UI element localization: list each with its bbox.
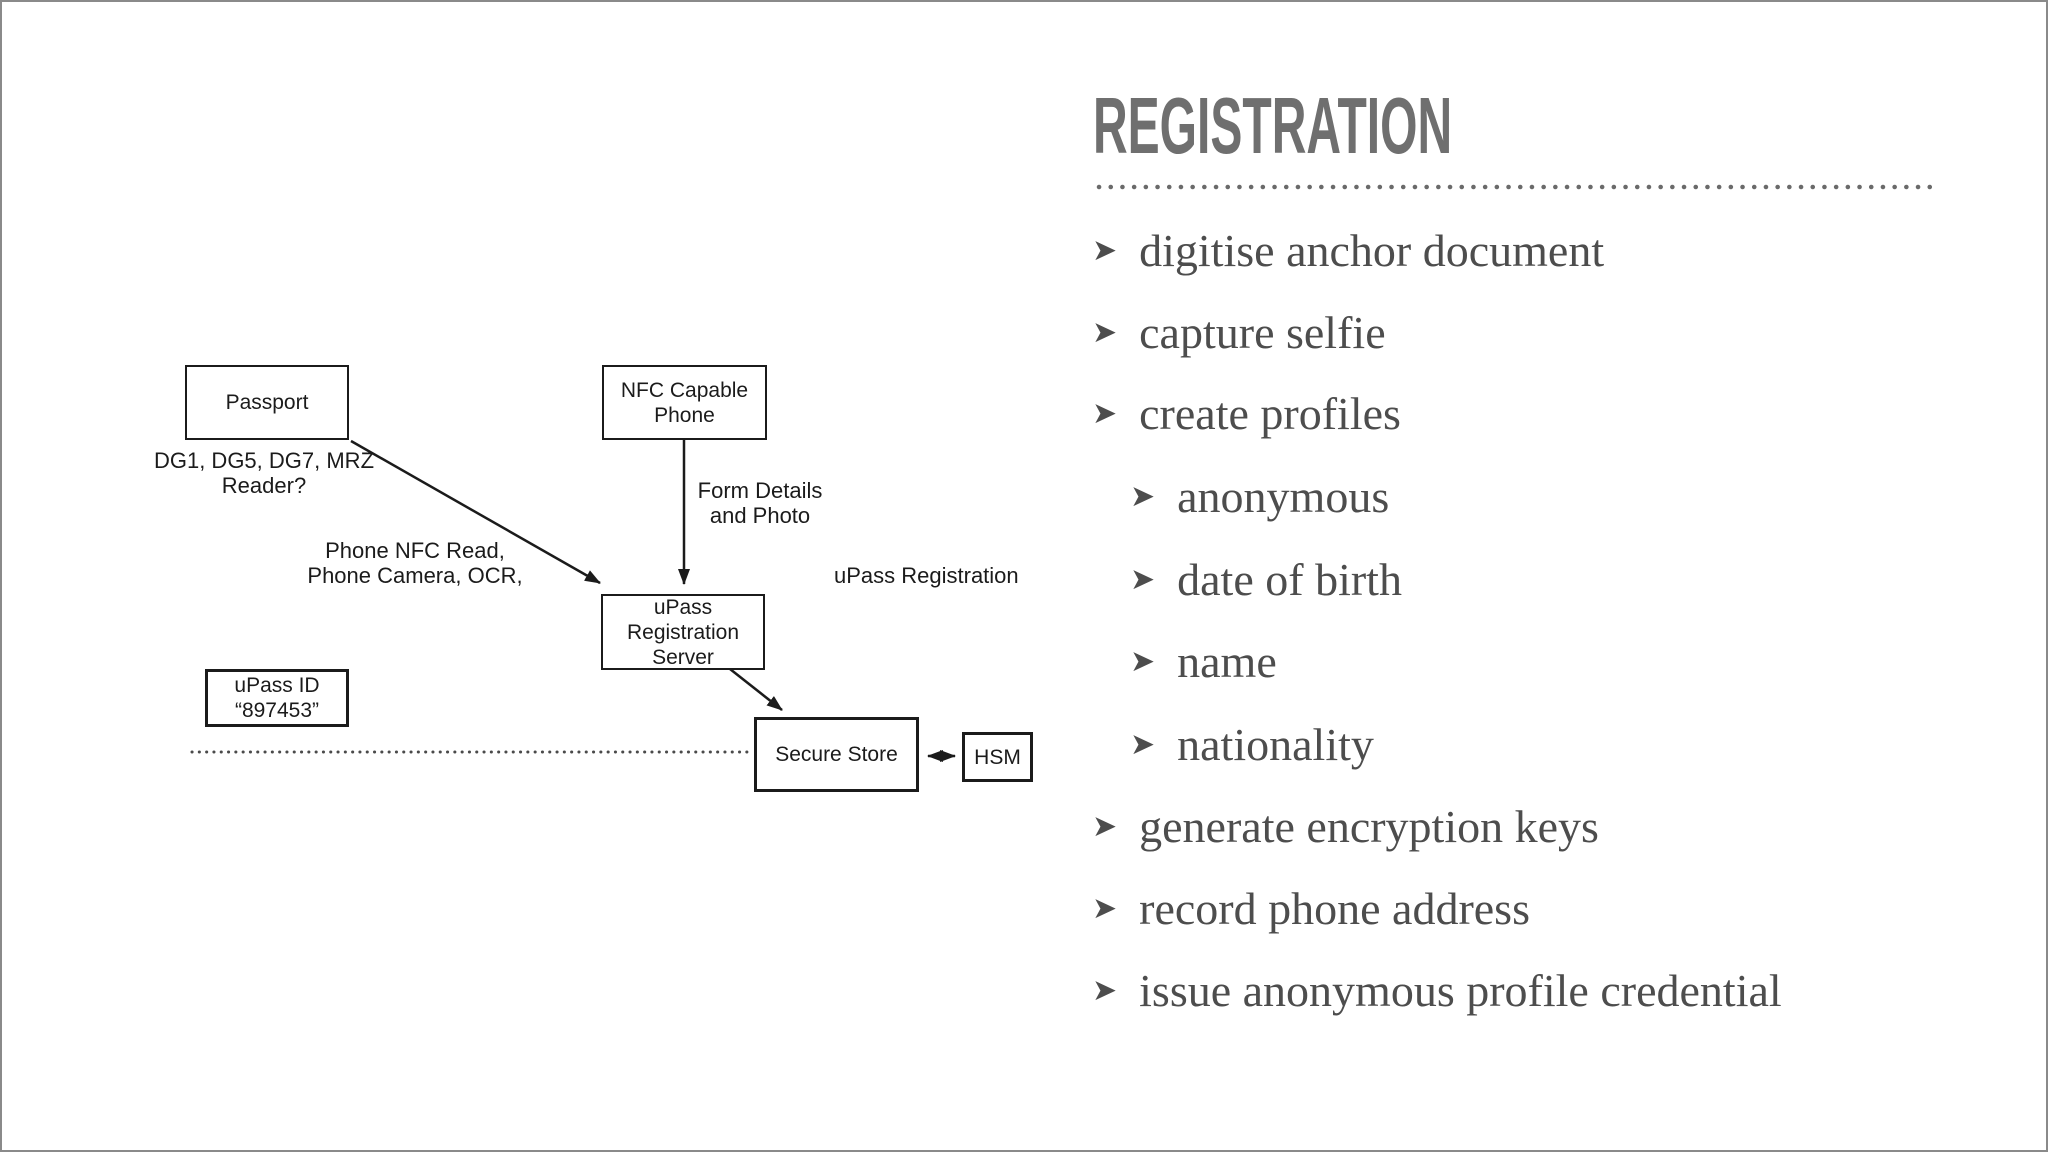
arrow-bullet-icon: ➤ xyxy=(1130,643,1156,679)
arrow-bullet-icon: ➤ xyxy=(1092,395,1118,431)
arrow-bullet-icon: ➤ xyxy=(1092,808,1118,844)
arrow-bullet-icon: ➤ xyxy=(1092,890,1118,926)
nfc-capable-phone-box: NFC Capable Phone xyxy=(602,365,767,440)
list-item-label: record phone address xyxy=(1139,882,1530,934)
upass-registration-server-box: uPass Registration Server xyxy=(601,594,765,670)
list-item-label: digitise anchor document xyxy=(1139,224,1605,276)
list-item-label: anonymous xyxy=(1177,470,1390,522)
arrow-bullet-icon: ➤ xyxy=(1092,232,1118,268)
passport-box: Passport xyxy=(185,365,349,440)
list-item-label: name xyxy=(1177,635,1277,687)
list-item-label: nationality xyxy=(1177,718,1374,770)
list-item: ➤ anonymous xyxy=(1130,465,1389,527)
list-item-label: date of birth xyxy=(1177,553,1402,605)
list-item: ➤ digitise anchor document xyxy=(1092,219,1604,281)
arrow-bullet-icon: ➤ xyxy=(1130,561,1156,597)
list-item: ➤ create profiles xyxy=(1092,382,1401,444)
list-item: ➤ capture selfie xyxy=(1092,301,1386,363)
arrow-bullet-icon: ➤ xyxy=(1092,972,1118,1008)
phone-read-methods-label: Phone NFC Read, Phone Camera, OCR, xyxy=(307,538,523,588)
upass-registration-label: uPass Registration xyxy=(834,563,1019,588)
passport-data-groups-label: DG1, DG5, DG7, MRZ Reader? xyxy=(153,448,375,498)
page-title: REGISTRATION xyxy=(1093,81,1453,170)
list-item-label: issue anonymous profile credential xyxy=(1139,964,1782,1016)
list-item: ➤ record phone address xyxy=(1092,877,1530,939)
arrow-bullet-icon: ➤ xyxy=(1092,314,1118,350)
arrow-bullet-icon: ➤ xyxy=(1130,478,1156,514)
list-item: ➤ generate encryption keys xyxy=(1092,795,1599,857)
upass-id-box: uPass ID “897453” xyxy=(205,669,349,727)
list-item: ➤ nationality xyxy=(1130,713,1374,775)
list-item-label: generate encryption keys xyxy=(1139,800,1599,852)
list-item-label: capture selfie xyxy=(1139,306,1386,358)
list-item: ➤ name xyxy=(1130,630,1277,692)
arrow-bullet-icon: ➤ xyxy=(1130,726,1156,762)
form-details-label: Form Details and Photo xyxy=(697,478,823,528)
arrow-passport-to-server xyxy=(350,439,601,585)
arrow-server-to-securestore xyxy=(729,668,783,711)
hsm-box: HSM xyxy=(962,732,1033,782)
list-item-label: create profiles xyxy=(1139,387,1401,439)
secure-store-box: Secure Store xyxy=(754,717,919,792)
list-item: ➤ date of birth xyxy=(1130,548,1402,610)
list-item: ➤ issue anonymous profile credential xyxy=(1092,959,1782,1021)
